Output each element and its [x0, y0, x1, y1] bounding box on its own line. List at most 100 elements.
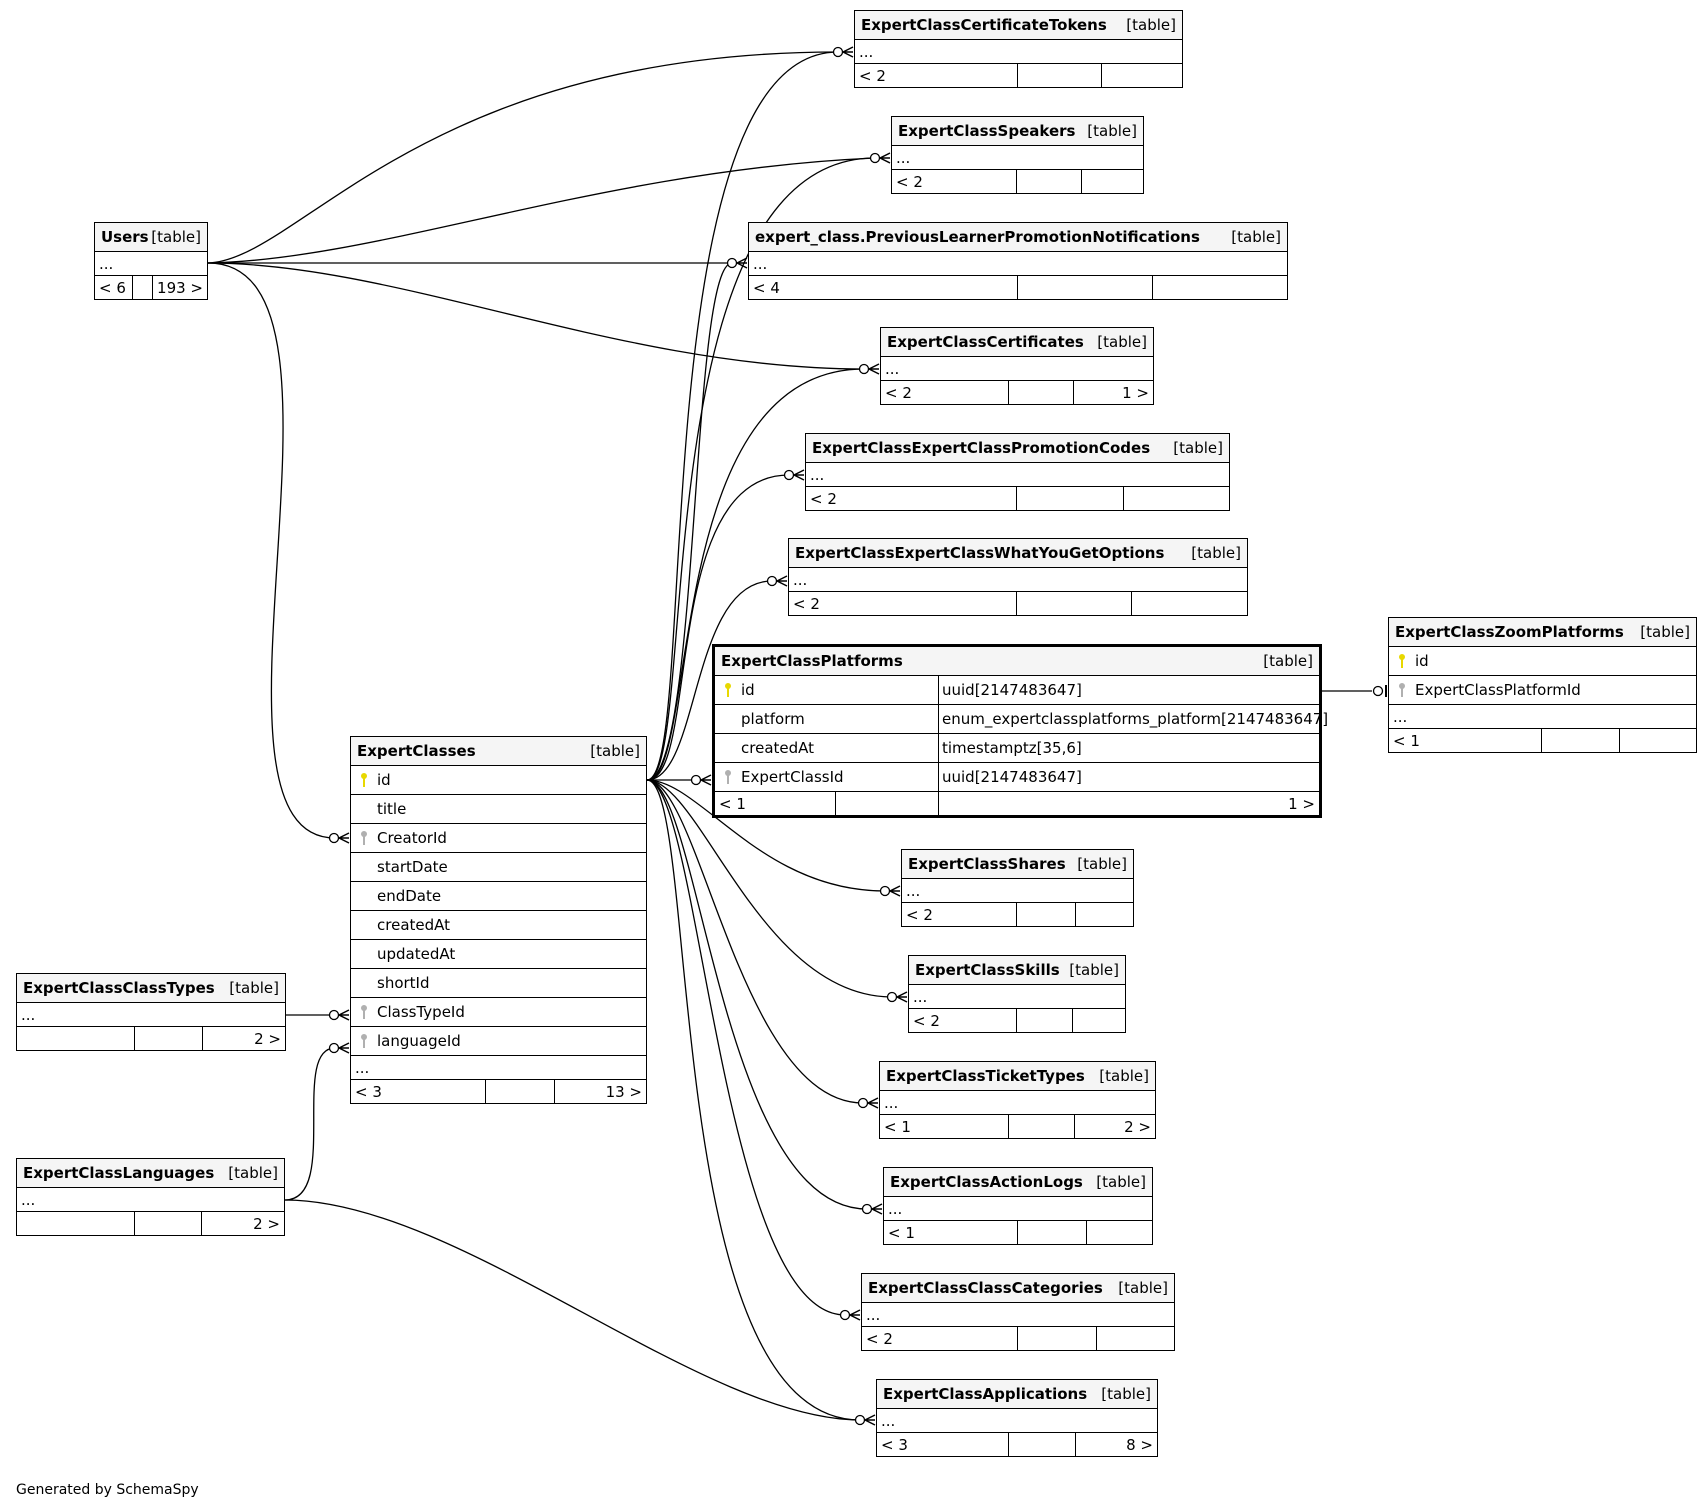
more-columns[interactable]: ...: [909, 985, 1125, 1009]
children-count[interactable]: [1081, 170, 1143, 193]
column-row-class-type-id[interactable]: ClassTypeId: [351, 998, 646, 1027]
more-columns[interactable]: ...: [351, 1056, 646, 1080]
table-expert-class-certificates[interactable]: ExpertClassCertificates[table] ... < 2 1 …: [880, 327, 1154, 405]
children-count[interactable]: 1 >: [1073, 381, 1153, 404]
table-previous-learner-promotion-notifications[interactable]: expert_class.PreviousLearnerPromotionNot…: [748, 222, 1288, 300]
parents-count[interactable]: < 3: [881, 1435, 908, 1454]
column-row-title[interactable]: title: [351, 795, 646, 824]
table-name: ExpertClassClassTypes: [23, 979, 215, 997]
table-expert-class-skills[interactable]: ExpertClassSkills[table] ... < 2: [908, 955, 1126, 1033]
crows-foot-marker: [842, 46, 854, 58]
parents-count[interactable]: < 1: [884, 1117, 911, 1136]
children-count[interactable]: 13 >: [554, 1080, 646, 1103]
children-count[interactable]: [1123, 487, 1229, 510]
zero-marker: [328, 1042, 340, 1054]
more-columns[interactable]: ...: [880, 1091, 1155, 1115]
table-expert-class-zoom-platforms[interactable]: ExpertClassZoomPlatforms[table] id Exper…: [1388, 617, 1697, 753]
children-count[interactable]: [1096, 1327, 1174, 1350]
column-row-expert-class-platform-id[interactable]: ExpertClassPlatformId: [1389, 676, 1696, 705]
more-columns[interactable]: ...: [855, 40, 1182, 64]
table-header: ExpertClassCertificates[table]: [881, 328, 1153, 357]
more-columns[interactable]: ...: [862, 1303, 1174, 1327]
children-count[interactable]: [1131, 592, 1247, 615]
parents-count[interactable]: [17, 1027, 134, 1050]
children-count[interactable]: 1 >: [938, 792, 1319, 815]
parents-count[interactable]: < 1: [719, 794, 746, 813]
children-count[interactable]: 2 >: [202, 1027, 285, 1050]
column-row-creator-id[interactable]: CreatorId: [351, 824, 646, 853]
table-footer: < 2 1 >: [881, 381, 1153, 404]
parents-count[interactable]: < 1: [1393, 731, 1420, 750]
more-columns[interactable]: ...: [892, 146, 1143, 170]
more-columns[interactable]: ...: [877, 1409, 1157, 1433]
children-count[interactable]: [1152, 276, 1287, 299]
more-columns[interactable]: ...: [806, 463, 1229, 487]
relationship-line: [646, 51, 839, 781]
more-columns[interactable]: ...: [17, 1003, 285, 1027]
column-row-start-date[interactable]: startDate: [351, 853, 646, 882]
relationship-line: [646, 779, 893, 998]
children-count[interactable]: [1086, 1221, 1152, 1244]
table-expert-class-class-types[interactable]: ExpertClassClassTypes[table] ... 2 >: [16, 973, 286, 1051]
foreign-key-icon: [725, 770, 731, 784]
column-row-created-at[interactable]: createdAt: [351, 911, 646, 940]
more-columns[interactable]: ...: [17, 1188, 284, 1212]
parents-count[interactable]: < 2: [793, 594, 820, 613]
parents-count[interactable]: < 2: [896, 172, 923, 191]
table-expert-class-certificate-tokens[interactable]: ExpertClassCertificateTokens[table] ... …: [854, 10, 1183, 88]
table-footer: 2 >: [17, 1212, 284, 1235]
parents-count[interactable]: < 2: [859, 66, 886, 85]
parents-count[interactable]: < 3: [355, 1082, 382, 1101]
column-row-updated-at[interactable]: updatedAt: [351, 940, 646, 969]
more-columns[interactable]: ...: [95, 252, 207, 276]
children-count[interactable]: 2 >: [201, 1212, 284, 1235]
column-row-language-id[interactable]: languageId: [351, 1027, 646, 1056]
table-name: ExpertClassCertificateTokens: [861, 16, 1107, 34]
more-columns[interactable]: ...: [884, 1197, 1152, 1221]
parents-count[interactable]: [17, 1212, 134, 1235]
children-count[interactable]: [1072, 1009, 1125, 1032]
parents-count[interactable]: < 2: [913, 1011, 940, 1030]
children-count[interactable]: 2 >: [1074, 1115, 1155, 1138]
table-header: ExpertClassCertificateTokens[table]: [855, 11, 1182, 40]
children-count[interactable]: [1101, 64, 1182, 87]
parents-count[interactable]: < 1: [888, 1223, 915, 1242]
table-expert-class-speakers[interactable]: ExpertClassSpeakers[table] ... < 2: [891, 116, 1144, 194]
table-expert-class-what-you-get-options[interactable]: ExpertClassExpertClassWhatYouGetOptions[…: [788, 538, 1248, 616]
table-header: ExpertClassShares[table]: [902, 850, 1133, 879]
table-expert-class-shares[interactable]: ExpertClassShares[table] ... < 2: [901, 849, 1134, 927]
table-expert-class-languages[interactable]: ExpertClassLanguages[table] ... 2 >: [16, 1158, 285, 1236]
more-columns[interactable]: ...: [1389, 705, 1696, 729]
children-count[interactable]: 8 >: [1075, 1433, 1157, 1456]
table-expert-class-promotion-codes[interactable]: ExpertClassExpertClassPromotionCodes[tab…: [805, 433, 1230, 511]
table-expert-class-action-logs[interactable]: ExpertClassActionLogs[table] ... < 1: [883, 1167, 1153, 1245]
children-count[interactable]: 193 >: [152, 276, 207, 299]
parents-count[interactable]: < 2: [866, 1329, 893, 1348]
more-columns[interactable]: ...: [881, 357, 1153, 381]
table-name: ExpertClassClassCategories: [868, 1279, 1103, 1297]
column-row-id[interactable]: id: [1389, 647, 1696, 676]
more-columns[interactable]: ...: [789, 568, 1247, 592]
table-expert-class-class-categories[interactable]: ExpertClassClassCategories[table] ... < …: [861, 1273, 1175, 1351]
parents-count[interactable]: < 4: [753, 278, 780, 297]
table-expert-classes[interactable]: ExpertClasses[table] id title CreatorId …: [350, 736, 647, 1104]
column-row-end-date[interactable]: endDate: [351, 882, 646, 911]
column-row-short-id[interactable]: shortId: [351, 969, 646, 998]
children-count[interactable]: [1075, 903, 1133, 926]
more-columns[interactable]: ...: [749, 252, 1287, 276]
more-columns[interactable]: ...: [902, 879, 1133, 903]
children-count[interactable]: [1619, 729, 1696, 752]
parents-count[interactable]: < 6: [99, 278, 126, 297]
parents-count[interactable]: < 2: [885, 383, 912, 402]
parents-count[interactable]: < 2: [906, 905, 933, 924]
parents-count[interactable]: < 2: [810, 489, 837, 508]
column-row-id[interactable]: id: [351, 766, 646, 795]
